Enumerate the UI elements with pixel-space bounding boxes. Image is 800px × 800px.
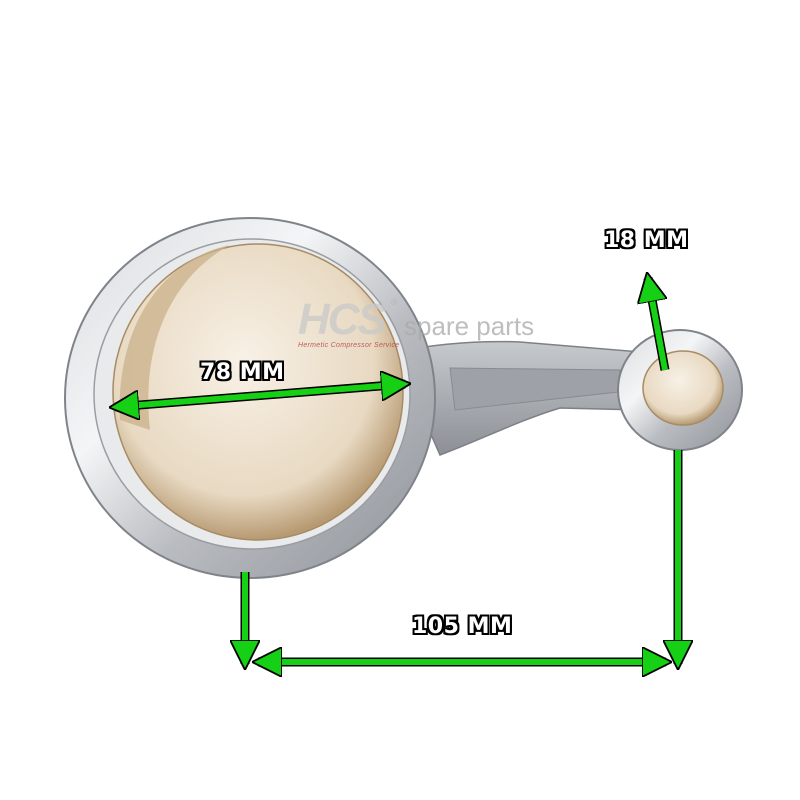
hcs-watermark-logo: HCS ® spare parts Hermetic Compressor Se… xyxy=(298,298,548,358)
small-end-bore xyxy=(642,350,724,426)
watermark-registered-mark: ® xyxy=(390,298,399,308)
watermark-brand: HCS xyxy=(298,295,387,344)
watermark-tagline: Hermetic Compressor Service xyxy=(298,342,400,349)
watermark-suffix: spare parts xyxy=(404,311,535,341)
center-distance-label: 105 MM xyxy=(412,614,513,639)
arrow-big-end-diameter-inner xyxy=(115,384,405,407)
small-end-diameter-label: 18 MM xyxy=(604,228,689,253)
big-end-diameter-label: 78 MM xyxy=(200,360,285,385)
arrow-small-end xyxy=(648,278,668,371)
